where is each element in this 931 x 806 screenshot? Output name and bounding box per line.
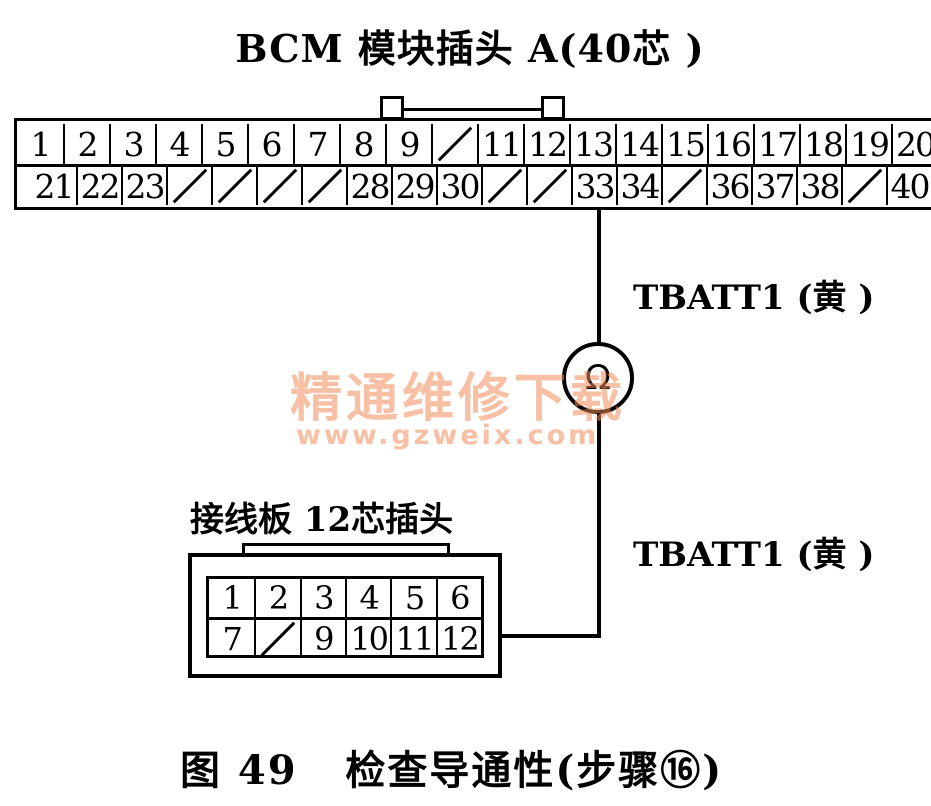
pin-cavity-empty bbox=[301, 167, 346, 205]
pin-11: 11 bbox=[390, 620, 435, 658]
pin-10: 10 bbox=[345, 620, 390, 658]
pin-13: 13 bbox=[569, 124, 615, 164]
pin-22: 22 bbox=[76, 167, 121, 205]
figure-caption-text: 检查导通性(步骤⑯) bbox=[345, 747, 724, 794]
pin-37: 37 bbox=[751, 167, 796, 205]
watermark-text: 精通维修下载 bbox=[290, 369, 627, 429]
pin-20: 20 bbox=[891, 124, 931, 164]
pin-cavity-empty bbox=[841, 167, 886, 205]
pin-cavity-empty bbox=[211, 167, 256, 205]
pin-19: 19 bbox=[845, 124, 891, 164]
wire-meter-to-junction bbox=[597, 412, 601, 638]
pin-3: 3 bbox=[109, 124, 155, 164]
watermark-url: www.gzweix.com bbox=[296, 420, 600, 451]
pin-14: 14 bbox=[615, 124, 661, 164]
wire-bcm-to-meter bbox=[597, 208, 601, 344]
wire-label-upper: TBATT1 (黄 ) bbox=[633, 278, 875, 318]
pin-17: 17 bbox=[753, 124, 799, 164]
bcm-lock-tab-right bbox=[541, 96, 565, 120]
ohm-icon: Ω bbox=[585, 358, 611, 398]
pin-9: 9 bbox=[299, 620, 345, 658]
bcm-connector-title: BCM 模块插头 A(40芯 ) bbox=[235, 26, 705, 71]
pin-23: 23 bbox=[121, 167, 166, 205]
bcm-row-divider bbox=[17, 164, 931, 167]
pin-29: 29 bbox=[391, 167, 436, 205]
pin-6: 6 bbox=[435, 579, 481, 617]
pin-33: 33 bbox=[571, 167, 616, 205]
pin-9: 9 bbox=[385, 124, 431, 164]
pin-cavity-empty bbox=[166, 167, 211, 205]
pin-36: 36 bbox=[706, 167, 751, 205]
wire-junction-lead bbox=[488, 634, 601, 638]
bcm-lock-tab-left bbox=[380, 96, 404, 120]
pin-cavity-empty bbox=[256, 167, 301, 205]
pin-18: 18 bbox=[799, 124, 845, 164]
pin-cavity-empty bbox=[526, 167, 571, 205]
pin-cavity-empty bbox=[431, 124, 477, 164]
pin-4: 4 bbox=[345, 579, 390, 617]
pin-40: 40 bbox=[886, 167, 931, 205]
pin-6: 6 bbox=[247, 124, 293, 164]
pin-12: 12 bbox=[523, 124, 569, 164]
pin-34: 34 bbox=[616, 167, 661, 205]
pin-28: 28 bbox=[346, 167, 391, 205]
wire-label-lower: TBATT1 (黄 ) bbox=[633, 535, 875, 575]
pin-15: 15 bbox=[661, 124, 707, 164]
pin-16: 16 bbox=[707, 124, 753, 164]
pin-3: 3 bbox=[299, 579, 345, 617]
pin-30: 30 bbox=[436, 167, 481, 205]
junction-block-title: 接线板 12芯插头 bbox=[190, 500, 454, 540]
bcm-lock-tab-bar bbox=[404, 108, 541, 111]
pin-5: 5 bbox=[390, 579, 435, 617]
pin-12: 12 bbox=[435, 620, 481, 658]
pin-4: 4 bbox=[155, 124, 201, 164]
pin-cavity-empty bbox=[661, 167, 706, 205]
junction-block-key bbox=[242, 543, 450, 555]
pin-1: 1 bbox=[30, 124, 52, 164]
pin-cavity-empty bbox=[481, 167, 526, 205]
pin-11: 11 bbox=[477, 124, 523, 164]
pin-21: 21 bbox=[34, 167, 75, 205]
pin-7: 7 bbox=[222, 620, 242, 658]
pin-1: 1 bbox=[222, 579, 242, 617]
pin-cavity-empty bbox=[254, 620, 299, 658]
figure-number: 图 49 bbox=[180, 747, 298, 794]
pin-38: 38 bbox=[796, 167, 841, 205]
figure-caption: 图 49 检查导通性(步骤⑯) bbox=[180, 738, 800, 796]
pin-8: 8 bbox=[339, 124, 385, 164]
pin-7: 7 bbox=[293, 124, 339, 164]
pin-5: 5 bbox=[201, 124, 247, 164]
pin-2: 2 bbox=[254, 579, 299, 617]
pin-2: 2 bbox=[63, 124, 109, 164]
ohmmeter-symbol: Ω bbox=[562, 342, 634, 414]
